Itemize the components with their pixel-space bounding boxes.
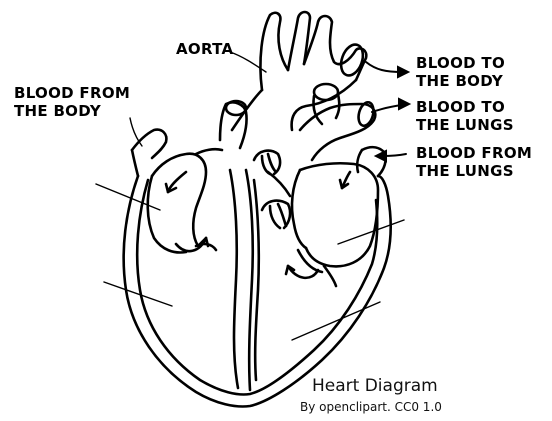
left-ventricle (268, 172, 290, 196)
arrowhead (398, 67, 408, 77)
caption-credit: By openclipart. CC0 1.0 (300, 400, 442, 414)
to-body-arrow (366, 62, 402, 72)
septum (230, 170, 238, 388)
flow-arrow (168, 172, 186, 192)
label-blood-to-lungs-line2: THE LUNGS (416, 116, 514, 134)
label-blood-from-body-line2: THE BODY (14, 102, 101, 120)
arrowhead (376, 151, 386, 161)
label-blood-to-body-line1: BLOOD TO (416, 54, 505, 72)
left-atrium (300, 163, 378, 266)
caption-title: Heart Diagram (312, 376, 438, 396)
arrowhead (399, 99, 409, 109)
leader-line (104, 282, 172, 306)
label-blood-from-lungs-line2: THE LUNGS (416, 162, 514, 180)
right-atrium (152, 154, 206, 246)
flow-arrow (176, 238, 206, 251)
superior-vena-cava (220, 102, 247, 148)
inferior-vessel (132, 130, 166, 158)
label-blood-to-body-line2: THE BODY (416, 72, 503, 90)
label-blood-to-lungs-line1: BLOOD TO (416, 98, 505, 116)
aorta-branch (260, 13, 288, 90)
pulmonary-trunk-opening (314, 84, 338, 100)
leader-line (292, 302, 380, 340)
pulmonary-vein (362, 147, 386, 176)
aorta-opening (337, 42, 367, 79)
flow-arrow (324, 266, 336, 286)
label-blood-from-body-line1: BLOOD FROM (14, 84, 130, 102)
label-aorta: AORTA (176, 40, 233, 58)
to-lungs-arrow (372, 105, 402, 112)
label-blood-from-lungs-line1: BLOOD FROM (416, 144, 532, 162)
aorta-branch (288, 12, 310, 70)
